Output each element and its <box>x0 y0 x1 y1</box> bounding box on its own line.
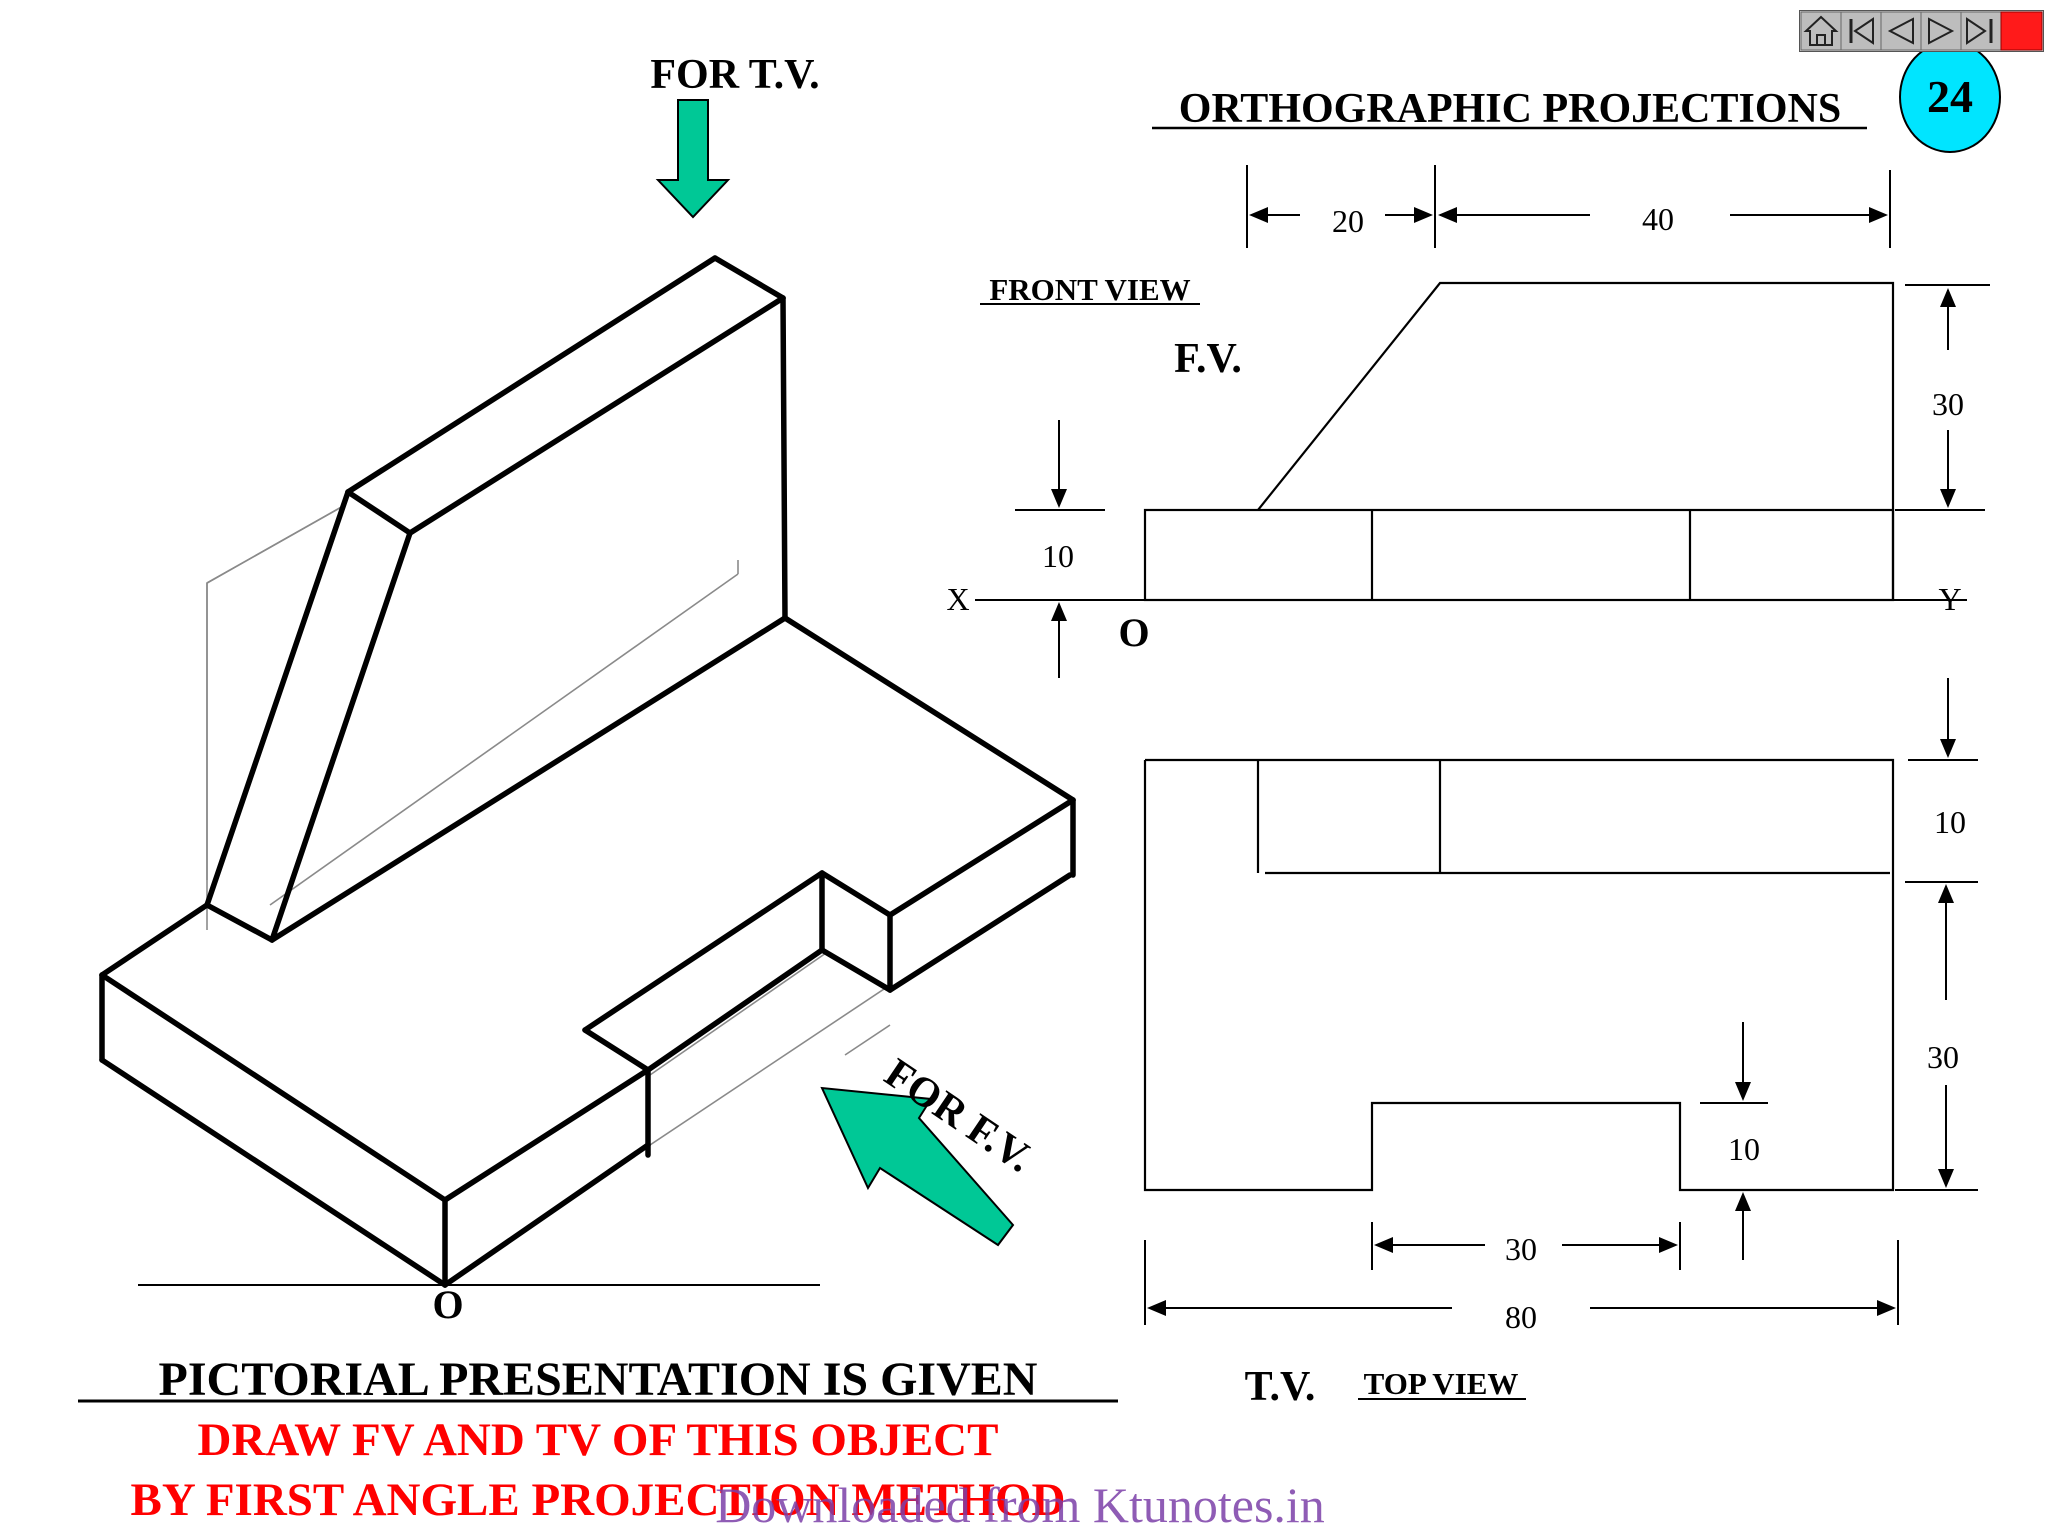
watermark: Downloaded from Ktunotes.in <box>715 1477 1325 1533</box>
for-tv-label: FOR T.V. <box>650 52 819 98</box>
x-label: X <box>946 581 969 617</box>
top-view-heading: TOP VIEW <box>1364 1366 1519 1401</box>
tv-label: T.V. <box>1245 1364 1316 1410</box>
tv-direction-arrow <box>655 99 731 219</box>
fv-upper-profile <box>1257 281 1895 600</box>
slide-number: 24 <box>1927 71 1973 122</box>
pictorial-origin-label: O <box>432 1282 463 1327</box>
previous-icon[interactable] <box>1880 11 1922 51</box>
dim-tv-30-front: 30 <box>1927 1039 1959 1075</box>
front-view: FRONT VIEW F.V. X Y O <box>946 165 1990 678</box>
top-view: 10 30 10 30 <box>1143 678 1978 1410</box>
fv-label: F.V. <box>1174 336 1242 382</box>
dim-tv-slot-30: 30 <box>1505 1231 1537 1267</box>
last-icon[interactable] <box>1960 11 2002 51</box>
close-icon[interactable] <box>2000 11 2043 51</box>
instruction-line-2: DRAW FV AND TV OF THIS OBJECT <box>198 1414 999 1466</box>
slide-navigation <box>1799 10 2044 52</box>
fv-origin-label: O <box>1118 610 1149 655</box>
front-view-heading: FRONT VIEW <box>989 272 1190 307</box>
fv-base-rect <box>1143 508 1895 602</box>
first-icon[interactable] <box>1840 11 1882 51</box>
instruction-line-1: PICTORIAL PRESENTATION IS GIVEN <box>159 1353 1038 1406</box>
fv-direction-arrow <box>820 1086 1015 1247</box>
next-icon[interactable] <box>1920 11 1962 51</box>
instruction-line-3: BY FIRST ANGLE PROJECTION METHOD <box>131 1474 1066 1526</box>
construction-lines <box>206 504 891 1146</box>
dim-fv-40: 40 <box>1642 201 1674 237</box>
y-label: Y <box>1938 581 1961 617</box>
dim-tv-slot-10: 10 <box>1728 1131 1760 1167</box>
pictorial-view: O FOR T.V. FOR F.V. <box>99 52 1076 1327</box>
page-title: ORTHOGRAPHIC PROJECTIONS <box>1179 86 1841 132</box>
dim-fv-20: 20 <box>1332 203 1364 239</box>
dim-tv-10-back: 10 <box>1934 804 1966 840</box>
dim-tv-80: 80 <box>1505 1299 1537 1335</box>
object-outline <box>99 255 1076 1288</box>
home-icon[interactable] <box>1800 11 1842 51</box>
tv-outline <box>1143 758 1895 1192</box>
dim-fv-10: 10 <box>1042 538 1074 574</box>
dim-fv-30: 30 <box>1932 386 1964 422</box>
